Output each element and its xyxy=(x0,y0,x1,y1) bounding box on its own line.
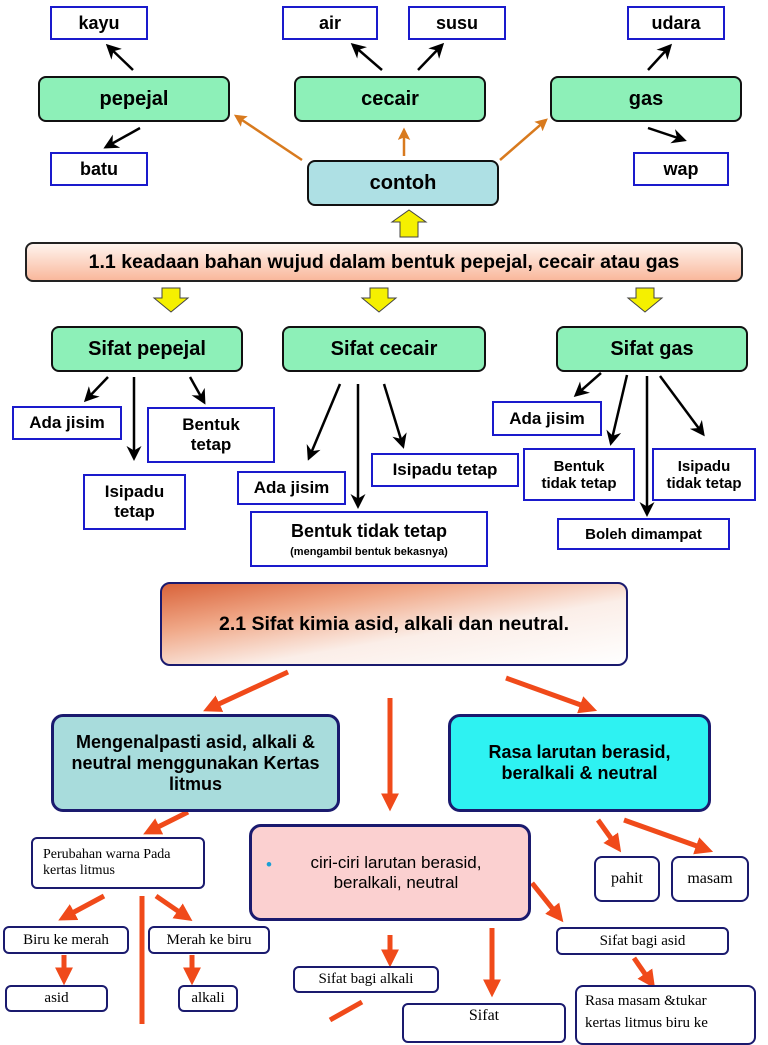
connector-layer xyxy=(55,42,714,1024)
bullet-icon: • xyxy=(266,855,272,874)
cecair-bentuk-note: (mengambil bentuk bekasnya) xyxy=(290,545,448,558)
sifat-arrows xyxy=(83,372,705,517)
pepejal-isipadu-tetap: Isipadu tetap xyxy=(83,474,186,530)
cecair-bentuk-box: Bentuk tidak tetap (mengambil bentuk bek… xyxy=(250,511,488,567)
node-masam: masam xyxy=(671,856,749,902)
node-biru-ke-merah: Biru ke merah xyxy=(3,926,129,954)
node-gas: gas xyxy=(550,76,742,122)
node-asid: asid xyxy=(5,985,108,1012)
node-contoh: contoh xyxy=(307,160,499,206)
node-kayu: kayu xyxy=(50,6,148,40)
node-pepejal: pepejal xyxy=(38,76,230,122)
node-mengenalpasti: Mengenalpasti asid, alkali & neutral men… xyxy=(51,714,340,812)
node-batu: batu xyxy=(50,152,148,186)
node-sifat-asid: Sifat bagi asid xyxy=(556,927,729,955)
pepejal-bentuk-tetap: Bentuk tetap xyxy=(147,407,275,463)
node-sifat-cecair: Sifat cecair xyxy=(282,326,486,372)
node-cecair: cecair xyxy=(294,76,486,122)
top-arrows xyxy=(103,42,687,149)
node-merah-ke-biru: Merah ke biru xyxy=(148,926,270,954)
cecair-ada-jisim: Ada jisim xyxy=(237,471,346,505)
node-air: air xyxy=(282,6,378,40)
gas-bentuk-tidak-tetap: Bentuk tidak tetap xyxy=(523,448,635,501)
node-wap: wap xyxy=(633,152,729,186)
node-ciri: • ciri-ciri larutan berasid, beralkali, … xyxy=(249,824,531,921)
node-sifat-pepejal: Sifat pepejal xyxy=(51,326,243,372)
node-sifat-alkali: Sifat bagi alkali xyxy=(293,966,439,993)
node-rasa-masam: Rasa masam &tukar kertas litmus biru ke xyxy=(575,985,756,1045)
section2-title: 2.1 Sifat kimia asid, alkali dan neutral… xyxy=(160,582,628,666)
yellow-arrows xyxy=(152,209,664,313)
asid-arrows xyxy=(55,669,714,1024)
gas-isipadu-tidak-tetap: Isipadu tidak tetap xyxy=(652,448,756,501)
node-susu: susu xyxy=(408,6,506,40)
node-sifat: Sifat xyxy=(402,1003,566,1043)
node-sifat-gas: Sifat gas xyxy=(556,326,748,372)
node-rasa: Rasa larutan berasid, beralkali & neutra… xyxy=(448,714,711,812)
gas-boleh-dimampat: Boleh dimampat xyxy=(557,518,730,550)
cecair-bentuk-tidak-tetap: Bentuk tidak tetap xyxy=(290,520,448,541)
ciri-text: ciri-ciri larutan berasid, beralkali, ne… xyxy=(310,852,482,892)
node-alkali: alkali xyxy=(178,985,238,1012)
gas-ada-jisim: Ada jisim xyxy=(492,401,602,436)
node-pahit: pahit xyxy=(594,856,660,902)
node-udara: udara xyxy=(627,6,725,40)
cecair-isipadu-tetap: Isipadu tetap xyxy=(371,453,519,487)
contoh-arrows xyxy=(233,114,548,162)
section1-title: 1.1 keadaan bahan wujud dalam bentuk pep… xyxy=(25,242,743,282)
pepejal-ada-jisim: Ada jisim xyxy=(12,406,122,440)
node-perubahan: Perubahan warna Pada kertas litmus xyxy=(31,837,205,889)
